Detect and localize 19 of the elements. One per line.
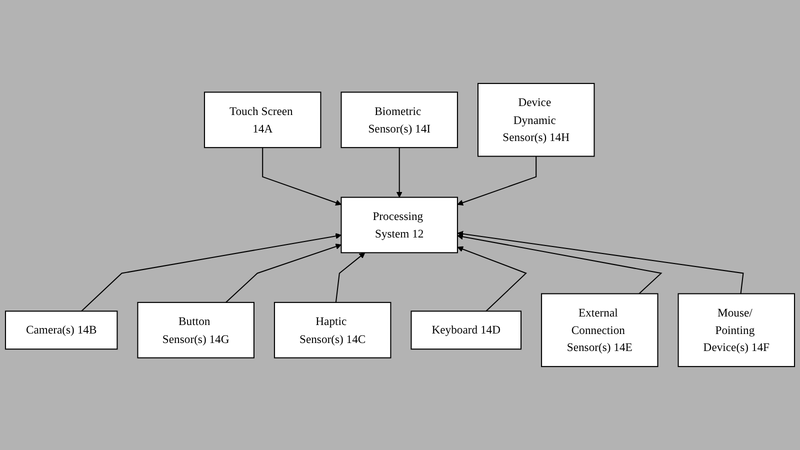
- node-box: Button Sensor(s) 14G: [137, 302, 254, 358]
- node-box: Camera(s) 14B: [4, 310, 118, 350]
- arrow: [225, 244, 342, 303]
- node-box: Touch Screen 14A: [204, 92, 322, 148]
- node-box: Device Dynamic Sensor(s) 14H: [477, 82, 595, 157]
- node-box: Processing System 12: [340, 196, 458, 254]
- node-box: Biometric Sensor(s) 14I: [340, 92, 458, 148]
- node-box: Mouse/ Pointing Device(s) 14F: [678, 293, 796, 368]
- arrow: [457, 234, 662, 294]
- arrow: [262, 148, 342, 206]
- arrow: [457, 230, 744, 294]
- arrow: [396, 148, 402, 198]
- arrow: [335, 252, 366, 302]
- node-box: Keyboard 14D: [410, 310, 522, 350]
- arrow: [81, 233, 342, 312]
- arrow: [457, 156, 537, 206]
- node-box: Haptic Sensor(s) 14C: [274, 302, 392, 358]
- node-box: External Connection Sensor(s) 14E: [541, 293, 658, 368]
- arrow: [457, 246, 527, 312]
